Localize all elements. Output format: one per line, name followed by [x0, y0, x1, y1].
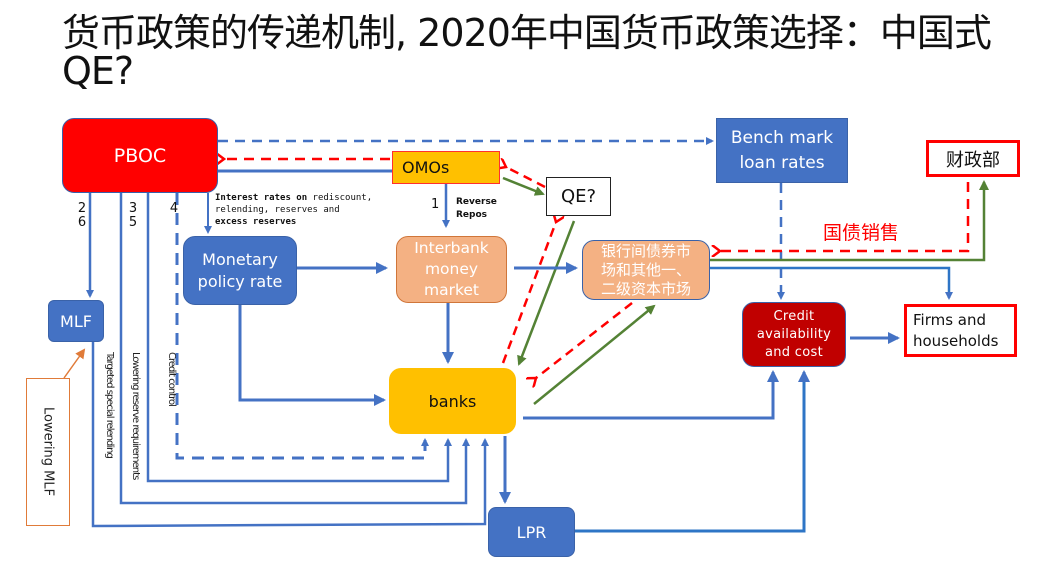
arrow-omos-qe [502, 176, 545, 196]
arrow-mlf-banks [91, 342, 489, 528]
pboc-label: PBOC [113, 144, 167, 167]
credit-node: Credit availability and cost [742, 302, 846, 367]
arrow-bond-mof [710, 180, 989, 262]
channel-2-label: 2 [77, 201, 87, 216]
arrow-qe-omos [506, 167, 546, 189]
pboc-node: PBOC [62, 118, 218, 193]
arrow-lowering-mlf [63, 348, 86, 379]
lowering-mlf-label: Lowering MLF [40, 407, 56, 497]
arrow-channel-3-banks [119, 193, 470, 505]
reverse-repos-label: Reverse Repos [456, 197, 497, 220]
benchmark-label: Bench mark loan rates [730, 127, 834, 173]
interest-rates-bold: Interest rates on [215, 193, 308, 203]
interest-rates-line3: excess reserves [215, 217, 297, 227]
mof-label: 财政部 [946, 149, 1000, 171]
omos-node: OMOs [392, 151, 500, 184]
arrow-qe-banks [517, 220, 576, 366]
ministry-of-finance-node: 财政部 [926, 140, 1020, 177]
lowering-rrr-label: Lowering reserve requirements [130, 352, 141, 480]
interbank-label: Interbank money market [414, 239, 489, 299]
bond-market-node: 银行间债券市 场和其他一、 二级资本市场 [582, 240, 710, 300]
arrow-banks-bond [533, 304, 656, 405]
mlf-label: MLF [60, 311, 92, 331]
page-title: 货币政策的传递机制, 2020年中国货币政策选择：中国式QE? [62, 11, 992, 93]
targeted-relending-label: Targeted special relending [104, 352, 115, 458]
arrow-credit-control-banks [175, 193, 429, 460]
banks-node: banks [389, 368, 516, 434]
bond-market-label: 银行间债券市 场和其他一、 二级资本市场 [600, 241, 691, 298]
treasury-sales-label: 国债销售 [823, 222, 900, 244]
arrow-mpr-banks [238, 305, 386, 406]
arrow-mof-bond [720, 182, 970, 251]
arrow-banks-credit [523, 370, 779, 420]
qe-node: QE? [546, 177, 611, 216]
interbank-market-node: Interbank money market [396, 236, 507, 303]
benchmark-loan-rates-node: Bench mark loan rates [716, 118, 848, 183]
channel-4-label: 4 [169, 201, 179, 216]
credit-label: Credit availability and cost [756, 308, 832, 360]
channel-3-label: 3 [128, 201, 138, 216]
channel-6-label: 6 [77, 215, 87, 230]
banks-label: banks [428, 391, 477, 411]
firms-households-node: Firms and households [904, 304, 1017, 357]
arrow-bond-firms [710, 266, 953, 300]
arrow-lpr-credit [575, 370, 810, 533]
credit-control-label: Credit control [166, 352, 177, 406]
lpr-node: LPR [488, 507, 575, 557]
qe-label: QE? [560, 186, 597, 207]
arrow-banks-qe [501, 222, 556, 364]
channel-5-label: 5 [128, 215, 138, 230]
monetary-policy-rate-node: Monetary policy rate [183, 236, 297, 305]
mpr-label: Monetary policy rate [197, 249, 283, 291]
omos-label: OMOs [402, 158, 450, 177]
firms-label: Firms and households [913, 310, 999, 350]
interest-rates-line2: relending, reserves and [215, 205, 340, 215]
lowering-mlf-box: Lowering MLF [26, 378, 70, 526]
lpr-label: LPR [516, 522, 547, 542]
channel-1-label: 1 [431, 197, 440, 212]
interest-rates-rest: rediscount, [307, 193, 373, 203]
arrow-bond-banks [536, 302, 633, 378]
mlf-node: MLF [48, 300, 104, 342]
arrow-channel-5-banks [146, 193, 452, 483]
interest-rates-label: Interest rates on rediscount, relending,… [215, 192, 372, 228]
